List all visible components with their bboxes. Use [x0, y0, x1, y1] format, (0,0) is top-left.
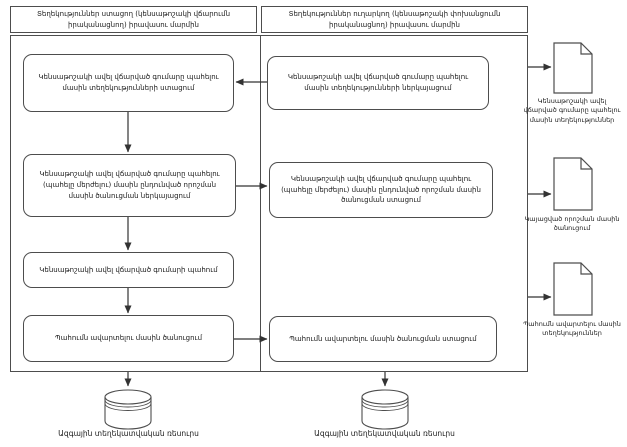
- document-label: Կենսաթոշակի ավել վճարված գումարը պահելու…: [523, 97, 621, 124]
- node-submit-info: Կենսաթոշակի ավել վճարված գումարը պահելու…: [267, 56, 489, 110]
- node-withhold-amount: Կենսաթոշակի ավել վճարված գումարի պահում: [23, 252, 234, 288]
- document-icon: [553, 262, 593, 316]
- database-label: Ազգային տեղեկատվական ռեսուրս: [314, 429, 455, 438]
- node-withhold-amount-label: Կենսաթոշակի ավել վճարված գումարի պահում: [39, 265, 218, 274]
- document-label: Պահումն ավարտելու մասին տեղեկություններ: [523, 320, 621, 338]
- node-completion-notice-label: Պահումն ավարտելու մասին ծանուցում: [54, 334, 203, 343]
- lane-header-right: Տեղեկություններ ուղարկող (կենսաթոշակի փո…: [261, 6, 528, 33]
- database-icon: [104, 389, 152, 430]
- node-receive-decision-notice: Կենսաթոշակի ավել վճարված գումարը պահելու…: [269, 162, 493, 218]
- document-label: Կայացված որոշման մասին ծանուցում: [524, 215, 620, 233]
- database-label: Ազգային տեղեկատվական ռեսուրս: [58, 429, 199, 438]
- swimlane-divider: [260, 35, 261, 372]
- lane-header-left-label: Տեղեկություններ ստացող (կենսաթոշակի վճար…: [36, 10, 231, 29]
- node-submit-info-label: Կենսաթոշակի ավել վճարված գումարը պահելու…: [287, 73, 469, 92]
- node-present-decision-notice-label: Կենսաթոշակի ավել վճարված գումարը պահելու…: [39, 170, 220, 200]
- node-present-decision-notice: Կենսաթոշակի ավել վճարված գումարը պահելու…: [23, 154, 236, 217]
- document-icon: [553, 42, 593, 94]
- database-icon: [361, 389, 409, 430]
- lane-header-right-label: Տեղեկություններ ուղարկող (կենսաթոշակի փո…: [288, 10, 501, 29]
- document-icon: [553, 157, 593, 211]
- lane-header-left: Տեղեկություններ ստացող (կենսաթոշակի վճար…: [10, 6, 257, 33]
- node-receive-info-label: Կենսաթոշակի ավել վճարված գումարը պահելու…: [38, 73, 219, 92]
- node-receive-info: Կենսաթոշակի ավել վճարված գումարը պահելու…: [23, 54, 234, 112]
- node-completion-notice: Պահումն ավարտելու մասին ծանուցում: [23, 315, 234, 362]
- node-receive-decision-notice-label: Կենսաթոշակի ավել վճարված գումարը պահելու…: [281, 174, 481, 205]
- node-receive-completion-notice: Պահումն ավարտելու մասին ծանուցման ստացու…: [269, 316, 497, 362]
- node-receive-completion-notice-label: Պահումն ավարտելու մասին ծանուցման ստացու…: [289, 334, 477, 343]
